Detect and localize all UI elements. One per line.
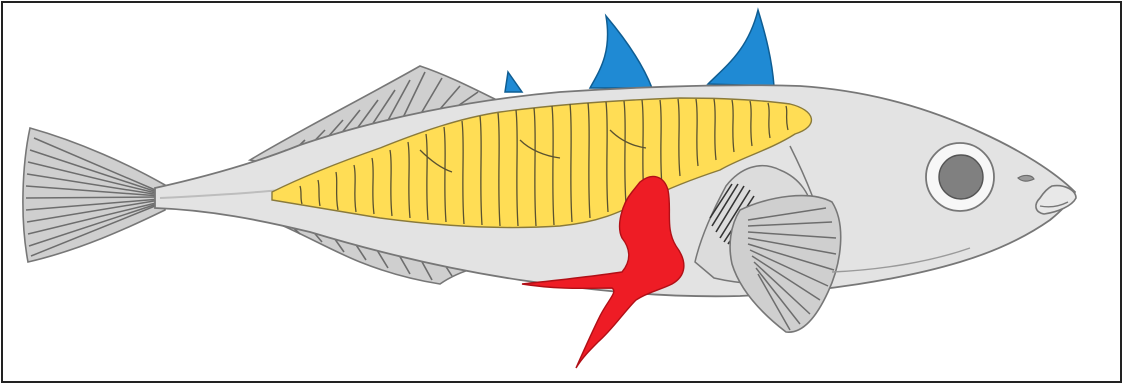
pupil <box>939 155 983 199</box>
nostril <box>1018 175 1034 181</box>
eye <box>926 143 994 211</box>
